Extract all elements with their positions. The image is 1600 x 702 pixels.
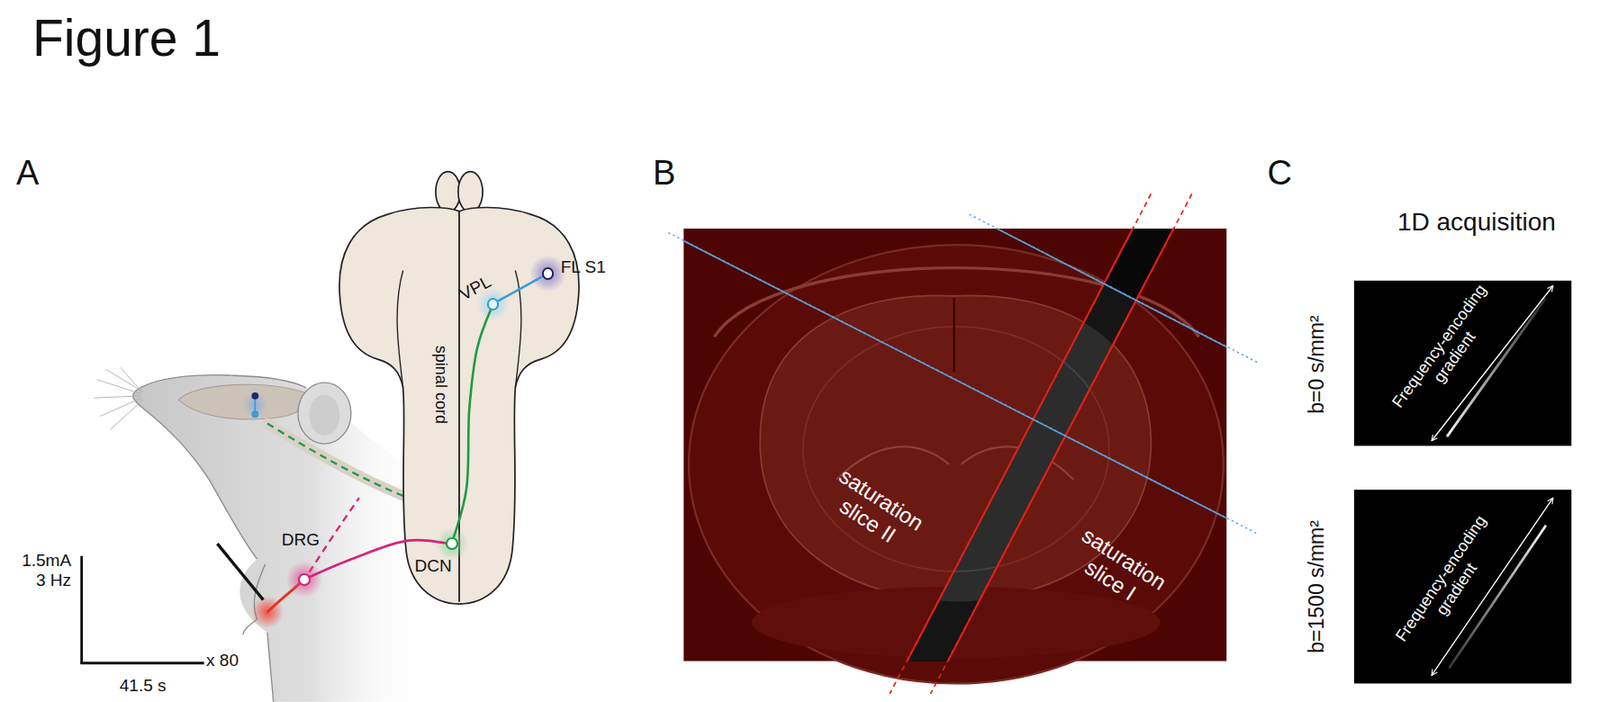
rat-illustration — [267, 423, 408, 498]
rat-illustration — [298, 382, 352, 444]
readout-lines — [683, 241, 1227, 519]
rat-illustration — [133, 375, 429, 702]
saturation-slice-lines — [931, 193, 1193, 694]
node-label: FL S1 — [560, 257, 607, 278]
rat-illustration — [285, 560, 323, 598]
scale-bar — [80, 556, 83, 665]
figure-title: Figure 1 — [32, 9, 223, 69]
stimulus-label: 1.5mA 3 Hz — [14, 551, 72, 591]
rat-illustration — [93, 367, 143, 430]
nerve-pathway — [453, 309, 491, 538]
rat-illustration — [308, 395, 340, 436]
neuron-soma: FL S1 — [542, 267, 555, 281]
readout-lines — [969, 214, 1258, 362]
panel-letter: C — [1266, 153, 1293, 194]
time-label: 41.5 s — [119, 676, 168, 697]
rat-illustration — [251, 392, 259, 400]
mri-image — [952, 298, 955, 373]
profile-images — [1354, 489, 1572, 684]
readout-lines — [668, 233, 1257, 534]
b-value-label: b=1500 s/mm² — [1304, 519, 1329, 654]
brain-schematic — [339, 171, 579, 606]
rat-illustration — [243, 564, 274, 702]
panel-letter: A — [16, 153, 41, 194]
scale-bar — [81, 556, 205, 665]
node-label: DRG — [281, 530, 322, 551]
saturation-slice-lines — [889, 193, 1151, 694]
scale-bar — [81, 661, 205, 665]
mri-image — [688, 244, 1224, 684]
b-value-label: b=0 s/mm² — [1305, 314, 1329, 415]
neuron-soma: VPL — [487, 298, 500, 311]
saturation-slice-lines — [889, 193, 1192, 694]
neuron-soma: DRG — [298, 573, 311, 587]
brain-schematic — [339, 207, 579, 605]
panel-letter: B — [652, 153, 678, 194]
node-label: DCN — [415, 556, 454, 577]
rat-illustration — [178, 384, 310, 420]
brain-schematic — [435, 527, 469, 561]
readout-lines — [996, 228, 1227, 347]
brain-schematic — [435, 171, 461, 213]
nerve-pathway — [497, 276, 543, 301]
brain-schematic — [458, 171, 483, 213]
saturation-slice-lines — [906, 228, 1132, 662]
rat-illustration — [243, 392, 268, 417]
structure-label: spinal cord — [431, 345, 451, 426]
rat-illustration — [251, 410, 259, 418]
mri-image — [688, 244, 1224, 684]
rat-illustration — [216, 543, 263, 600]
rat-illustration — [93, 367, 429, 702]
neuron-soma: DCN — [445, 537, 459, 551]
column-heading: 1D acquisition — [1397, 207, 1557, 237]
mri-image — [683, 228, 1227, 684]
repeat-label: x 80 — [206, 650, 240, 671]
readout-lines — [668, 214, 1257, 534]
rat-illustration — [267, 423, 408, 498]
mri-image — [688, 244, 1224, 684]
